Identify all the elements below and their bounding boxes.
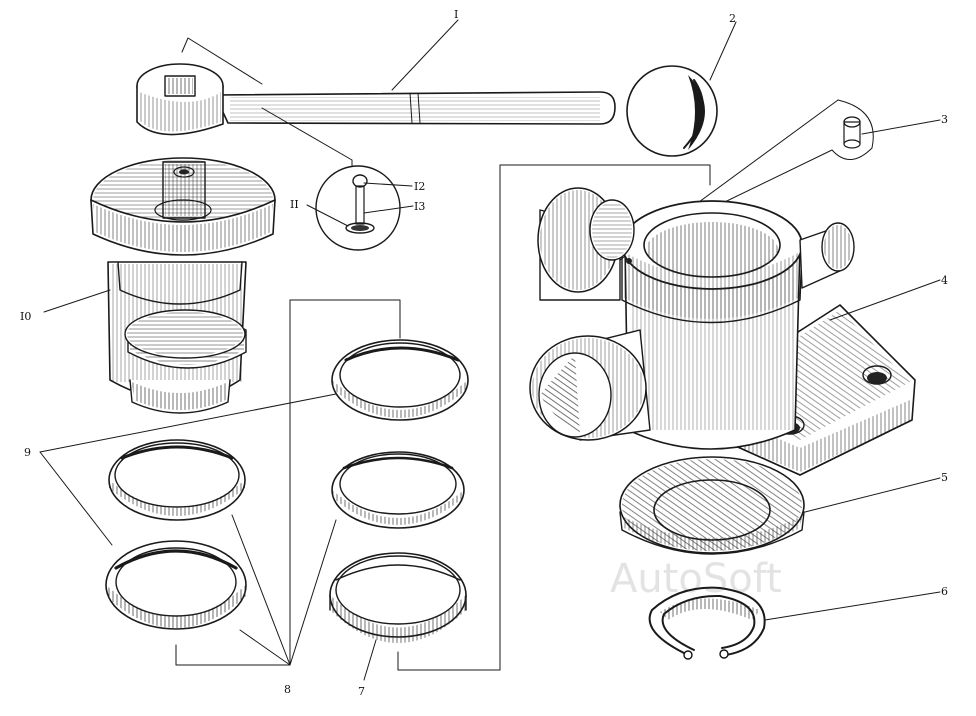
callout-3-label: 3 [941, 113, 948, 126]
callout-9-label: 9 [24, 446, 31, 459]
callout-4-label: 4 [941, 274, 948, 287]
part-2-ball [626, 65, 718, 157]
ring-top-right [331, 339, 469, 421]
part-10-die-assembly [90, 157, 276, 414]
callout-6-label: 6 [941, 585, 948, 598]
part-5-washer [619, 456, 805, 555]
watermark-text: AutoSoft [610, 556, 782, 602]
callout-2-label: 2 [729, 12, 736, 25]
part-6-snap-ring [648, 586, 766, 660]
callout-11-label: II [290, 198, 299, 211]
part-7-ring [329, 552, 467, 643]
callout-12-label: I2 [414, 180, 425, 193]
callout-8-label: 8 [284, 683, 291, 696]
ring-mid-left [108, 439, 246, 521]
callout-13-label: I3 [414, 200, 425, 213]
part-1-wrench [136, 63, 616, 136]
part-3-pin [843, 116, 861, 149]
part-4-housing [529, 187, 916, 476]
ring-bottom-left [105, 540, 247, 630]
callout-1-label: I [454, 8, 458, 21]
ring-mid-right [331, 451, 465, 529]
callout-5-label: 5 [941, 471, 948, 484]
detail-pin-circle [306, 165, 414, 251]
callout-7-label: 7 [358, 685, 365, 698]
callout-10-label: I0 [20, 310, 31, 323]
